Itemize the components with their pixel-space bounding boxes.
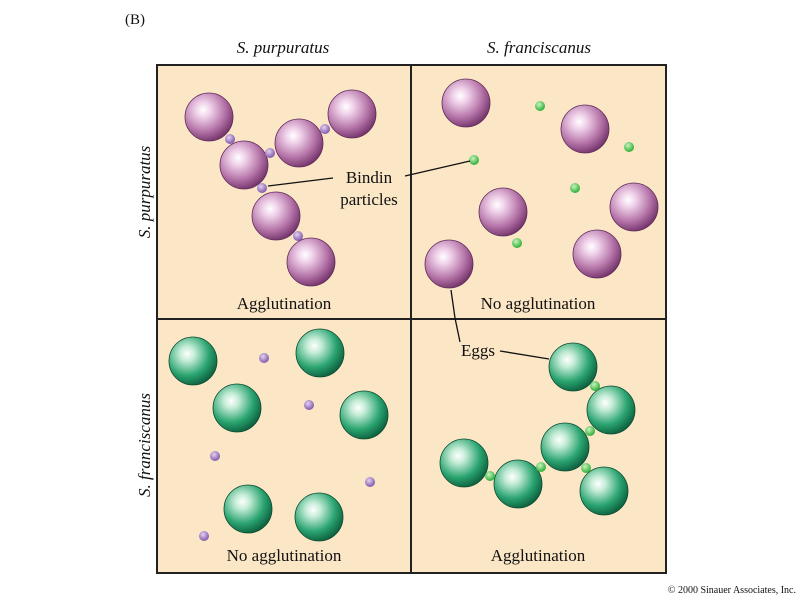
purple-egg <box>424 239 474 289</box>
eggs-leader-right <box>499 350 550 360</box>
purple-bindin-particle <box>304 400 314 410</box>
label-bottom-right: Agglutination <box>491 546 586 565</box>
bottom-left-contents <box>168 328 389 542</box>
purple-bindin-particle <box>257 183 267 193</box>
purple-bindin-particle <box>199 531 209 541</box>
green-egg <box>295 328 345 378</box>
purple-bindin-particle <box>259 353 269 363</box>
green-egg <box>540 422 590 472</box>
purple-egg <box>327 89 377 139</box>
purple-egg <box>251 191 301 241</box>
label-bottom-left: No agglutination <box>227 546 342 565</box>
purple-bindin-particle <box>265 148 275 158</box>
green-egg <box>439 438 489 488</box>
purple-egg <box>286 237 336 287</box>
green-bindin-particle <box>535 101 545 111</box>
green-bindin-particle <box>570 183 580 193</box>
column-header-franciscanus: S. franciscanus <box>487 38 591 57</box>
green-bindin-particle <box>469 155 479 165</box>
green-egg <box>168 336 218 386</box>
green-egg <box>339 390 389 440</box>
purple-bindin-particle <box>225 134 235 144</box>
purple-bindin-particle <box>365 477 375 487</box>
green-egg <box>586 385 636 435</box>
green-bindin-particle <box>536 462 546 472</box>
green-bindin-particle <box>512 238 522 248</box>
purple-egg <box>560 104 610 154</box>
green-bindin-particle <box>585 426 595 436</box>
label-top-left: Agglutination <box>237 294 332 313</box>
bindin-leader-left <box>267 177 334 187</box>
purple-egg <box>441 78 491 128</box>
purple-egg <box>478 187 528 237</box>
callout-eggs: Eggs <box>461 341 495 360</box>
callout-leaders <box>267 160 550 360</box>
green-bindin-particle <box>590 381 600 391</box>
callout-bindin-line2: particles <box>340 190 398 209</box>
green-egg <box>493 459 543 509</box>
green-egg <box>294 492 344 542</box>
row-header-franciscanus: S. franciscanus <box>135 393 154 497</box>
column-header-purpuratus: S. purpuratus <box>237 38 330 57</box>
purple-egg <box>219 140 269 190</box>
eggs-leader-up <box>450 289 461 343</box>
top-left-contents <box>184 89 377 287</box>
label-top-right: No agglutination <box>481 294 596 313</box>
purple-egg <box>609 182 659 232</box>
bottom-right-contents <box>439 342 636 516</box>
purple-bindin-particle <box>320 124 330 134</box>
purple-egg <box>184 92 234 142</box>
row-header-purpuratus: S. purpuratus <box>135 145 154 238</box>
purple-bindin-particle <box>210 451 220 461</box>
panel-letter: (B) <box>125 12 145 28</box>
green-bindin-particle <box>581 463 591 473</box>
purple-egg <box>274 118 324 168</box>
green-egg <box>579 466 629 516</box>
purple-bindin-particle <box>293 231 303 241</box>
green-bindin-particle <box>624 142 634 152</box>
green-egg <box>548 342 598 392</box>
purple-egg <box>572 229 622 279</box>
bindin-leader-right <box>404 160 471 177</box>
green-egg <box>212 383 262 433</box>
green-egg <box>223 484 273 534</box>
green-bindin-particle <box>485 471 495 481</box>
copyright-notice: © 2000 Sinauer Associates, Inc. <box>668 585 796 596</box>
top-right-contents <box>424 78 659 289</box>
callout-bindin-line1: Bindin <box>346 168 393 187</box>
